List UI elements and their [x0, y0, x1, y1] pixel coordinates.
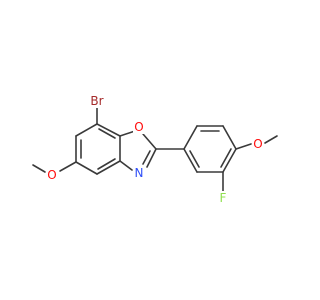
bond [183, 125, 198, 150]
bond [142, 133, 157, 150]
bond [222, 148, 237, 173]
bond-lines [32, 107, 278, 193]
bond [220, 148, 232, 168]
bond [96, 123, 121, 137]
bromine-label: Br [90, 94, 103, 108]
bond [183, 148, 198, 173]
molecule-structure-diagram: Br O N O O F [32, 94, 278, 205]
ring-nitrogen-label: N [135, 166, 144, 180]
bond [97, 158, 116, 170]
bond [222, 125, 237, 150]
bond [59, 161, 77, 172]
bond [119, 160, 133, 171]
bond [142, 150, 151, 165]
bond [32, 164, 46, 173]
atom-labels: Br O N O O F [46, 94, 264, 205]
fluorine-label: F [220, 191, 227, 205]
ring-oxygen-label: O [134, 120, 143, 134]
bond [146, 148, 157, 168]
left-methoxy-oxygen-label: O [47, 168, 56, 182]
bond [75, 123, 98, 137]
bond [264, 135, 278, 144]
bond [75, 161, 98, 175]
right-methoxy-oxygen-label: O [253, 137, 262, 151]
bond [235, 143, 252, 150]
bond [98, 128, 116, 139]
bond [96, 160, 121, 175]
bond [119, 130, 136, 137]
bond [189, 150, 200, 168]
